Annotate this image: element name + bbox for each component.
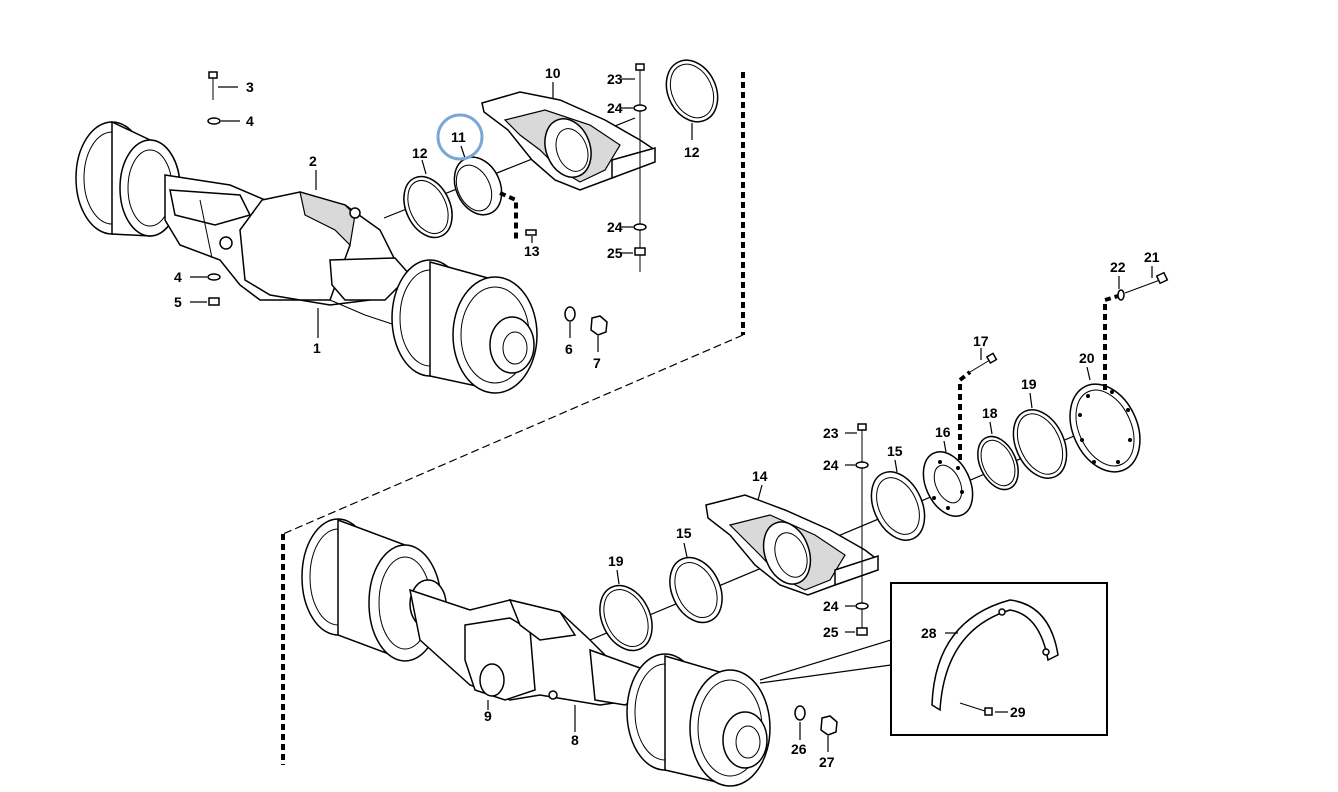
label-19-upper: 19 [1021, 376, 1037, 392]
label-14: 14 [752, 468, 768, 484]
part-labels: 3 4 2 4 5 1 12 11 13 10 23 24 24 25 12 6… [174, 65, 1160, 770]
bolt-23-lower [845, 423, 867, 632]
label-15-lower: 15 [676, 525, 692, 541]
label-9: 9 [484, 708, 492, 724]
washer-22 [1117, 276, 1125, 301]
label-17: 17 [973, 333, 989, 349]
label-24-upper-b: 24 [607, 219, 623, 235]
front-axle-right-hub [391, 259, 538, 394]
label-16: 16 [935, 424, 951, 440]
bolt-17 [969, 348, 998, 373]
label-10: 10 [545, 65, 561, 81]
pin-13 [499, 191, 537, 243]
ring-15-lower [669, 542, 723, 624]
bolt-3 [208, 71, 238, 100]
label-18: 18 [982, 405, 998, 421]
label-11: 11 [451, 129, 466, 145]
highlight-circle [436, 113, 484, 161]
label-23-upper: 23 [607, 71, 623, 87]
bracket-10 [481, 82, 656, 191]
label-5: 5 [174, 294, 182, 310]
nut-25-lower [845, 627, 868, 636]
label-23-lower: 23 [823, 425, 839, 441]
label-15-upper: 15 [887, 443, 903, 459]
nut-27 [820, 715, 838, 752]
label-13: 13 [524, 243, 540, 259]
nut-7 [590, 315, 608, 352]
label-20: 20 [1079, 350, 1095, 366]
rear-axle-right-hub [626, 653, 771, 787]
label-6: 6 [565, 341, 573, 357]
label-3: 3 [246, 79, 254, 95]
label-12-right: 12 [684, 144, 700, 160]
label-4-upper: 4 [246, 113, 254, 129]
washer-26 [794, 705, 806, 740]
washer-24-upper-a [621, 104, 647, 112]
front-axle-housing [164, 174, 412, 326]
label-22: 22 [1110, 259, 1126, 275]
rear-axle-assembly [301, 518, 771, 787]
label-24-lower-a: 24 [823, 457, 839, 473]
label-12-left: 12 [412, 145, 428, 161]
label-19-lower: 19 [608, 553, 624, 569]
washer-24-lower-a [845, 461, 869, 469]
bolt-21 [1124, 266, 1169, 294]
cover-20 [1069, 294, 1141, 473]
bolt-23-upper [621, 63, 645, 272]
ring-19-upper [1012, 392, 1068, 479]
washer-4-upper [207, 117, 240, 125]
label-8: 8 [571, 732, 579, 748]
front-axle-assembly [75, 120, 538, 394]
ring-18 [977, 421, 1019, 491]
label-4-lower: 4 [174, 269, 182, 285]
ring-12-right [665, 59, 719, 140]
label-2: 2 [309, 153, 317, 169]
detail-inset [759, 582, 1108, 736]
ring-15-upper [870, 459, 926, 541]
label-7: 7 [593, 355, 601, 371]
nut-25-upper [621, 247, 646, 256]
label-29: 29 [1010, 704, 1026, 720]
label-25-upper: 25 [607, 245, 623, 261]
label-28: 28 [921, 625, 937, 641]
washer-24-upper-b [621, 223, 647, 231]
label-21: 21 [1144, 249, 1160, 265]
washer-6 [564, 306, 576, 338]
ring-12-left [403, 159, 453, 239]
nut-5 [190, 297, 220, 306]
bracket-14 [705, 484, 879, 596]
label-25-lower: 25 [823, 624, 839, 640]
label-1: 1 [313, 340, 321, 356]
washer-4-lower [190, 273, 221, 281]
plate-16 [922, 370, 974, 517]
washer-24-lower-b [845, 602, 869, 610]
label-24-lower-b: 24 [823, 598, 839, 614]
label-27: 27 [819, 754, 835, 770]
label-24-upper-a: 24 [607, 100, 623, 116]
label-26: 26 [791, 741, 807, 757]
ring-19-lower [599, 569, 653, 652]
